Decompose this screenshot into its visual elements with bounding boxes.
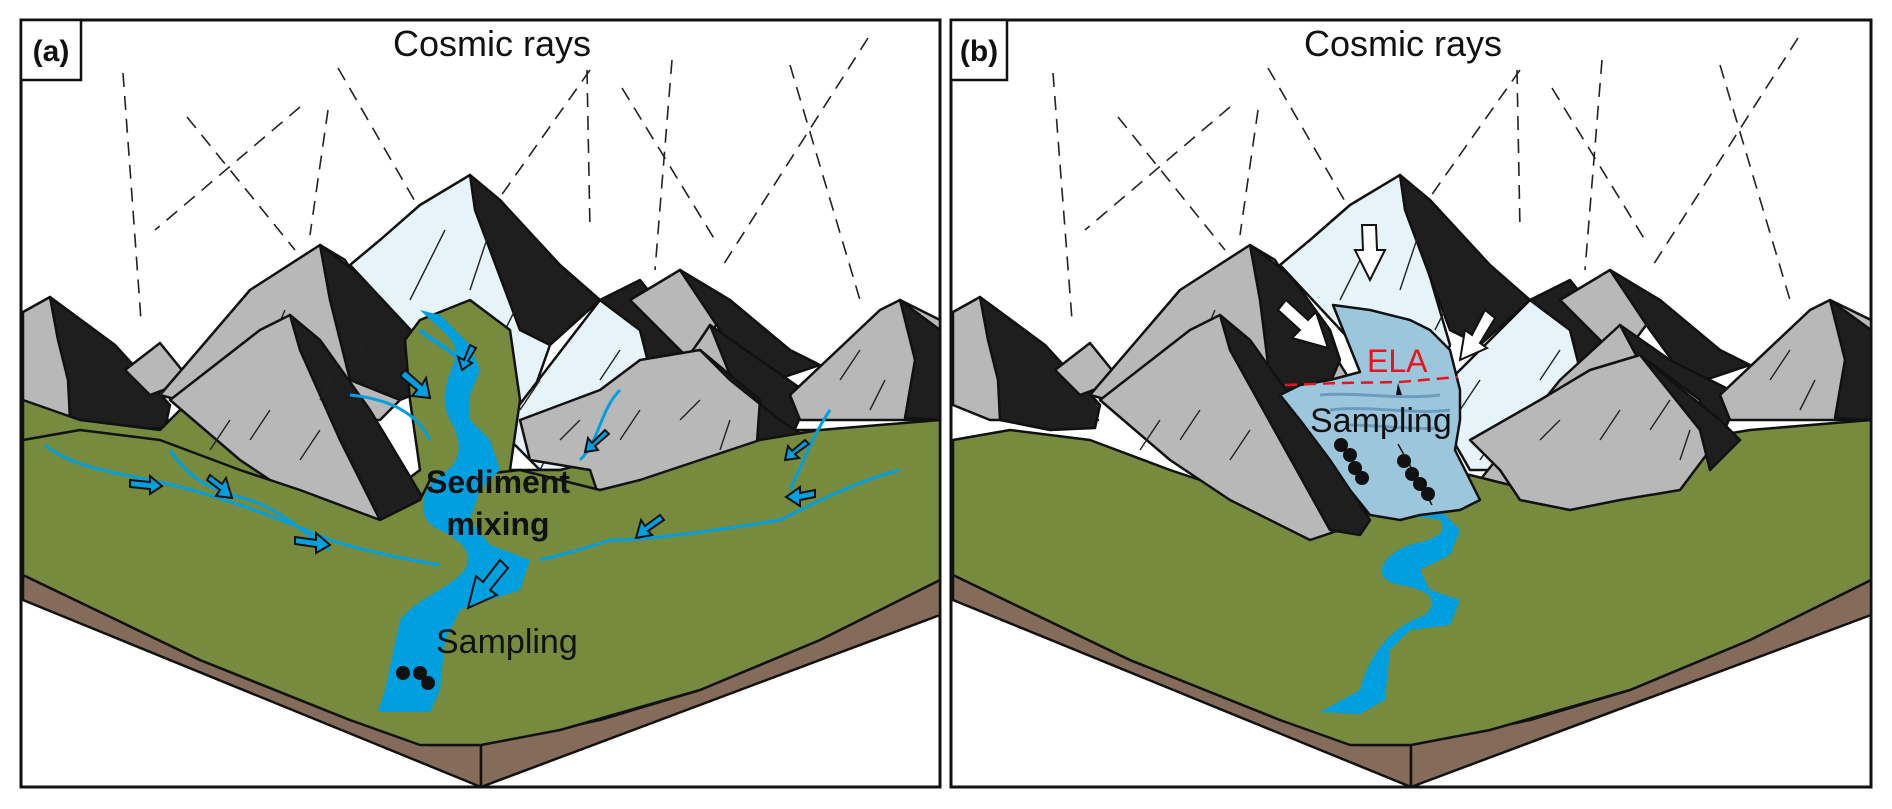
arrow-icon bbox=[784, 485, 816, 508]
panel-a: (a) Cosmic rays Sediment mixing Sampling bbox=[19, 18, 942, 789]
arrow-icon bbox=[783, 438, 811, 462]
sample-dots-b bbox=[1334, 383, 1435, 506]
arrow-icon bbox=[1353, 224, 1387, 283]
arrow-icon bbox=[466, 558, 510, 610]
river-a bbox=[44, 310, 901, 712]
cosmic-rays-a bbox=[122, 37, 869, 321]
panel-b: (b) Cosmic rays ELA Sampling bbox=[949, 18, 1873, 789]
arrow-icon bbox=[634, 513, 666, 540]
panel-a-title: Cosmic rays bbox=[393, 23, 591, 64]
arrow-icon bbox=[583, 428, 611, 454]
arrow-icon bbox=[294, 530, 332, 555]
sediment-mixing-label-line1: Sediment bbox=[426, 464, 570, 500]
arrow-icon bbox=[456, 343, 478, 372]
arrow-icon bbox=[398, 368, 432, 400]
arrow-icon bbox=[129, 473, 164, 496]
panel-a-label-box bbox=[19, 18, 83, 82]
panel-b-label: (b) bbox=[960, 35, 998, 68]
sediment-mixing-label-line2: mixing bbox=[446, 506, 549, 542]
sampling-label-a: Sampling bbox=[436, 623, 578, 661]
sampling-label-b: Sampling bbox=[1310, 402, 1452, 440]
arrow-icon bbox=[1276, 298, 1330, 350]
arrow-icon bbox=[1458, 308, 1497, 362]
flow-arrows-a bbox=[129, 343, 816, 610]
arrow-icon bbox=[205, 473, 234, 500]
ice-flow-arrows-b bbox=[1276, 224, 1497, 362]
glacier-b bbox=[1278, 303, 1482, 522]
panel-b-label-box bbox=[949, 18, 1009, 82]
ela-line bbox=[1284, 375, 1459, 387]
sample-dots-a bbox=[396, 666, 435, 690]
panel-b-title: Cosmic rays bbox=[1304, 23, 1502, 64]
panel-a-label: (a) bbox=[33, 35, 70, 68]
cosmic-rays-b bbox=[1052, 37, 1799, 321]
ela-label: ELA bbox=[1367, 343, 1428, 379]
river-b bbox=[1320, 500, 1460, 714]
foreground-mountains-b bbox=[1098, 313, 1742, 542]
